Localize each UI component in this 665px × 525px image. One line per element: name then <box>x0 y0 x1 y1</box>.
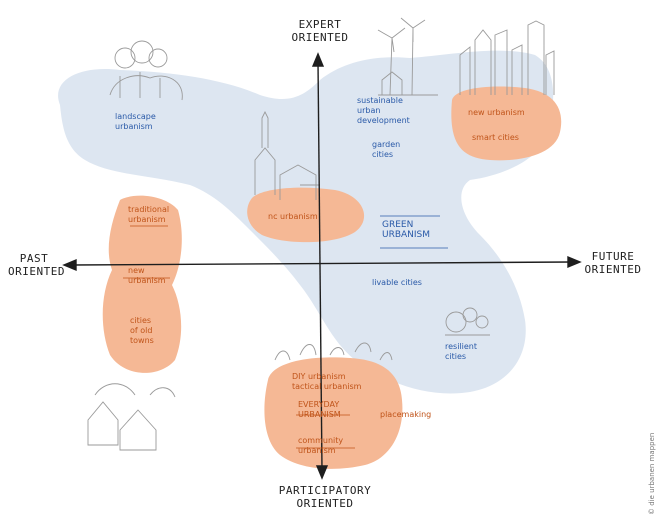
label-cities-of-old-towns: cities of old towns <box>130 316 154 345</box>
blue-underlines <box>380 215 448 249</box>
label-resilient-cities: resilient cities <box>445 342 477 361</box>
label-traditional-urbanism: traditional urbanism <box>128 205 170 224</box>
credit-text: © die urbanen mappen <box>648 335 660 515</box>
label-new-urbanism-top: new urbanism <box>468 108 525 117</box>
label-green-urbanism: GREEN URBANISM <box>382 220 431 240</box>
arrow-left-icon <box>62 258 77 272</box>
orange-blob-top-right <box>451 86 562 161</box>
arrow-up-icon <box>311 52 325 67</box>
label-new-urbanism-left: new urbanism <box>128 266 166 285</box>
axis-label-past: PAST ORIENTED <box>8 252 65 278</box>
axis-label-participatory: PARTICIPATORY ORIENTED <box>278 484 372 510</box>
orange-blob-center <box>247 187 365 243</box>
label-livable-cities: livable cities <box>372 278 422 287</box>
axis-label-future: FUTURE ORIENTED <box>584 250 642 276</box>
label-nc-urbanism: nc urbanism <box>268 212 318 221</box>
arrow-right-icon <box>567 255 582 269</box>
orange-blob-bottom <box>264 357 403 469</box>
illustration-sketches <box>87 17 555 451</box>
orange-blob-left <box>102 195 182 373</box>
vertical-axis <box>317 61 323 471</box>
axis-label-expert: EXPERT ORIENTED <box>291 18 349 44</box>
orange-underlines <box>123 225 355 449</box>
label-smart-cities: smart cities <box>472 133 519 142</box>
label-sustainable-development: sustainable urban development <box>357 96 410 125</box>
label-diy-urbanism: DIY urbanism tactical urbanism <box>292 372 362 391</box>
arrow-down-icon <box>315 465 329 480</box>
label-placemaking: placemaking <box>380 410 432 419</box>
label-garden-cities: garden cities <box>372 140 401 159</box>
label-community-urbanism: community urbanism <box>298 436 344 455</box>
axes <box>62 52 582 480</box>
label-everyday-urbanism: EVERYDAY URBANISM <box>298 400 341 419</box>
credit-label: © die urbanen mappen <box>648 432 656 515</box>
label-landscape-urbanism: landscape urbanism <box>115 112 156 131</box>
horizontal-axis <box>71 261 573 266</box>
